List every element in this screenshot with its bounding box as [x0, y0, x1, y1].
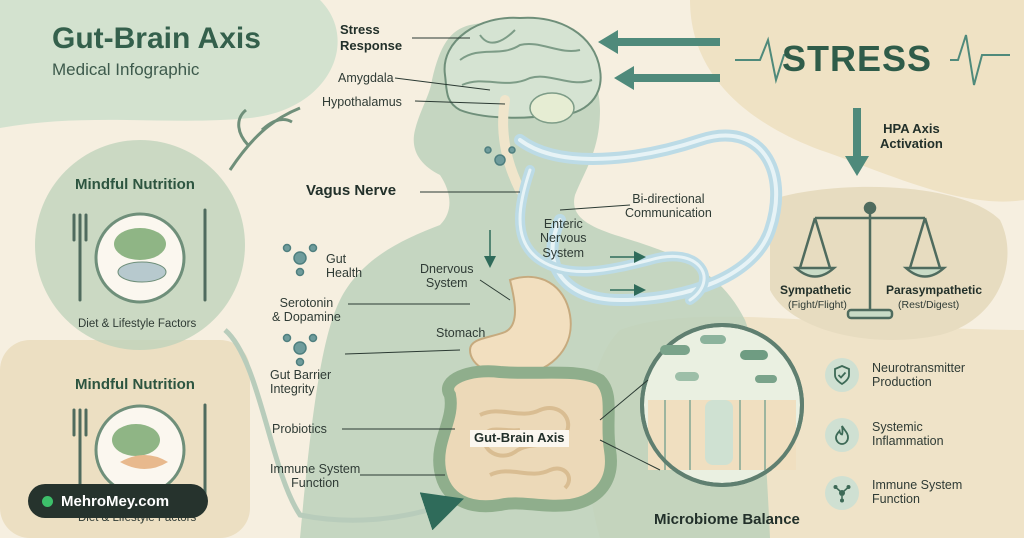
effect-inflammation-label: Systemic Inflammation [872, 420, 944, 449]
page-subtitle: Medical Infographic [52, 60, 200, 79]
connector-arrow [223, 328, 464, 531]
shield-check-icon [825, 358, 859, 392]
stress-response-label: Stress Response [340, 22, 403, 54]
brand-badge[interactable]: MehroMey.com [28, 484, 208, 518]
stress-label: STRESS [782, 38, 933, 79]
title-blob [0, 0, 338, 128]
gut-brain-axis-center-label: Gut-Brain Axis [470, 430, 569, 447]
vagus-nerve-label: Vagus Nerve [306, 182, 397, 199]
amygdala-label: Amygdala [338, 71, 394, 85]
gut-barrier-label: Gut Barrier Integrity [270, 368, 332, 397]
hpa-label: HPA Axis Activation [880, 121, 943, 151]
nerve-tubes [514, 129, 783, 307]
effect-immune-label: Immune System Function [872, 478, 963, 507]
nutrition-card-1-caption: Diet & Lifestyle Factors [78, 318, 197, 330]
hypothalamus-label: Hypothalamus [322, 95, 402, 109]
immune-system-label: Immune System Function [270, 462, 361, 491]
brain [443, 16, 602, 119]
cerebellum [529, 92, 575, 124]
page-title: Gut-Brain Axis [52, 22, 261, 55]
balance-blob [770, 186, 1008, 340]
cutlery [72, 208, 207, 497]
brand-label: MehroMey.com [61, 492, 170, 510]
probiotics-label: Probiotics [272, 422, 327, 436]
molecule-icon [825, 476, 859, 510]
molecule-icon [282, 146, 516, 367]
status-dot-icon [42, 495, 53, 507]
enteric-label: Enteric Nervous System [540, 217, 587, 260]
parasympathetic-sub: (Rest/Digest) [898, 299, 960, 311]
bidirectional-arrows [484, 230, 646, 296]
microbiome-title: Microbiome Balance [654, 511, 800, 528]
stomach-label: Stomach [436, 326, 486, 340]
sympathetic-sub: (Fight/Flight) [788, 299, 847, 311]
serotonin-label: Serotonin & Dopamine [272, 296, 341, 325]
gut-health-label: Gut Health [326, 252, 363, 281]
brainstem [498, 95, 525, 195]
heartbeat-line [735, 34, 1010, 86]
sympathetic-label: Sympathetic [780, 283, 852, 297]
balance-scale [792, 201, 948, 320]
flame-icon [825, 418, 859, 452]
bidirectional-label: Bi-directional Communication [625, 192, 712, 221]
leaf-sprig [228, 106, 301, 171]
nutrition-card-2-title: Mindful Nutrition [75, 376, 195, 393]
dnervous-label: Dnervous System [420, 262, 474, 291]
effect-neurotransmitter-label: Neurotransmitter Production [872, 361, 966, 390]
parasympathetic-label: Parasympathetic [886, 283, 983, 297]
stress-arrows [598, 30, 869, 176]
stress-blob [690, 0, 1024, 202]
nutrition-card-1-title: Mindful Nutrition [75, 176, 195, 193]
